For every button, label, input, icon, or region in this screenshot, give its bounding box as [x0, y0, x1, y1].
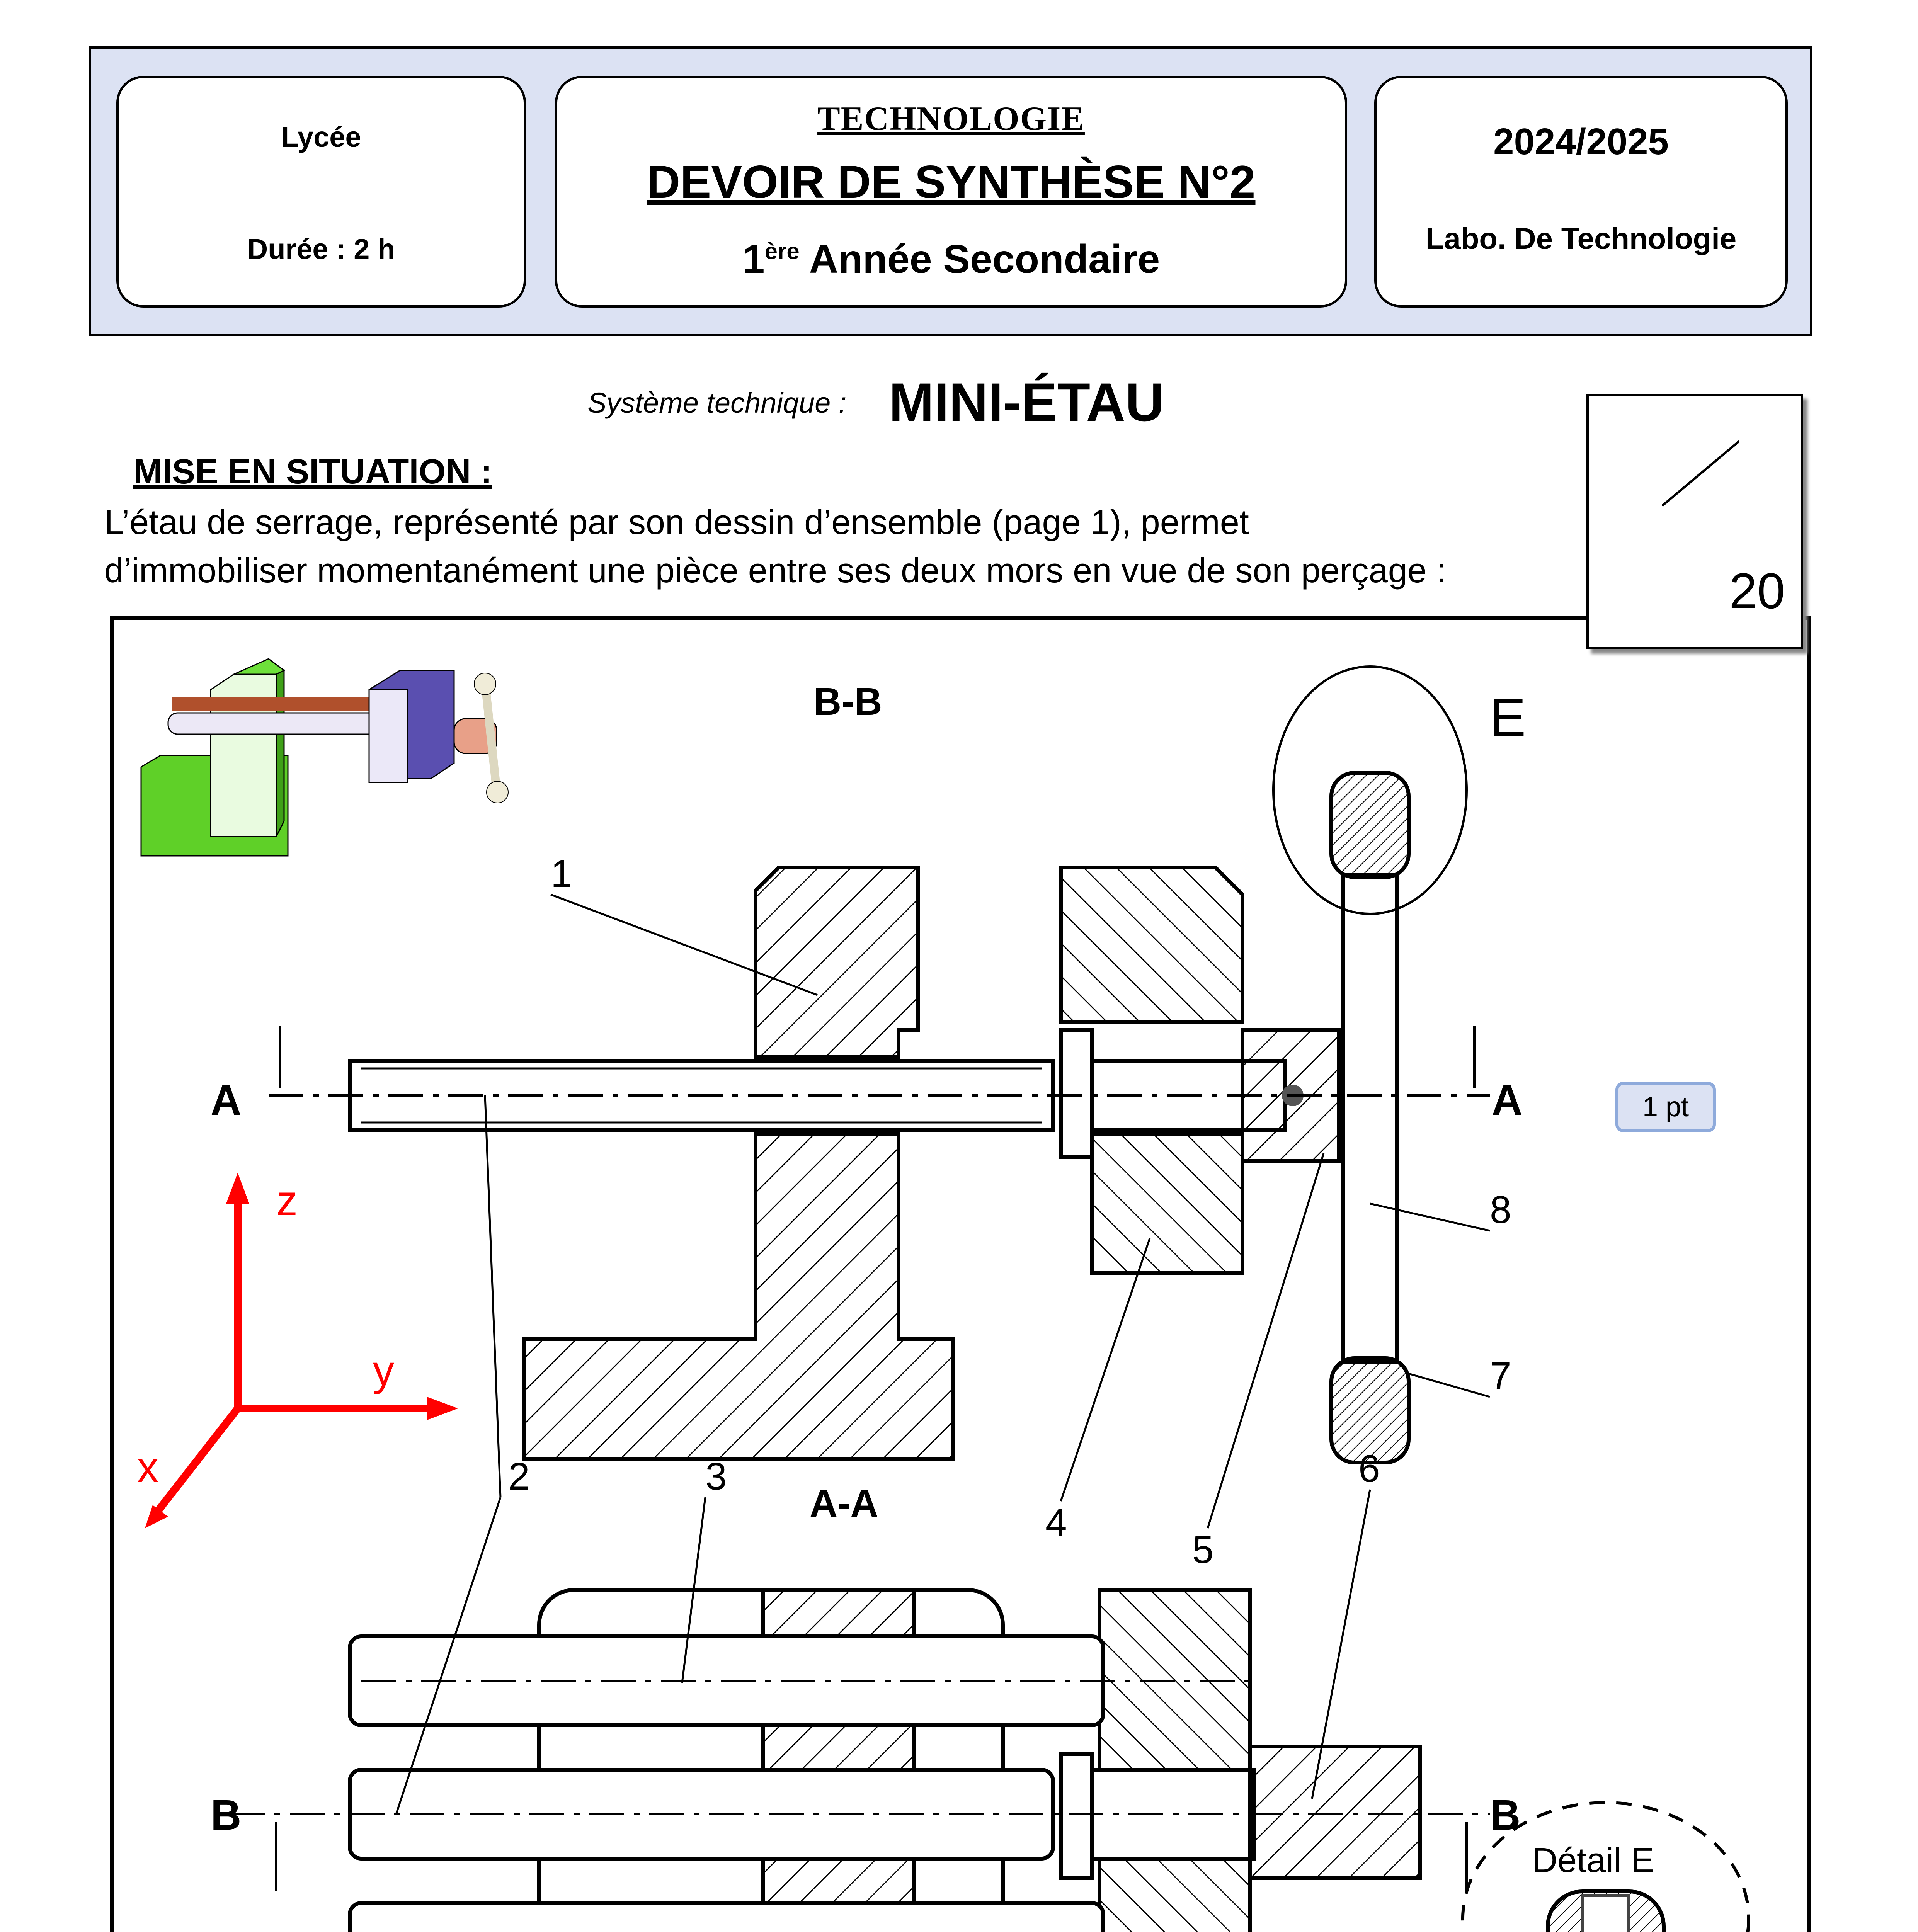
school-year: 2024/2025	[1493, 121, 1669, 162]
intro-line-2: d’immobiliser momentanément une pièce en…	[104, 551, 1446, 590]
leader-1: 1	[551, 852, 572, 895]
system-label: Système technique :	[587, 387, 847, 419]
leader-5: 5	[1192, 1528, 1214, 1571]
leader-4: 4	[1045, 1501, 1067, 1544]
fixed-jaw-base-section	[522, 1132, 955, 1461]
intro-line-1: L’étau de serrage, représenté par son de…	[104, 503, 1249, 542]
assembly-drawing: B-B E A A z y x A-A B	[137, 658, 1750, 1932]
guide-bottom	[348, 1901, 1105, 1932]
header-left-box: Lycée Durée : 2 h	[116, 76, 526, 308]
lab-name: Labo. De Technologie	[1425, 221, 1737, 255]
header-center-box: TECHNOLOGIE DEVOIR DE SYNTHÈSE N°2 1ère …	[555, 76, 1347, 308]
level: 1ère Année Secondaire	[557, 236, 1345, 282]
subject: TECHNOLOGIE	[817, 100, 1085, 138]
leader-labels: 1 2 3 4 5 6 7 8	[395, 852, 1511, 1815]
system-name: MINI-ÉTAU	[889, 372, 1164, 432]
intro-paragraph: L’étau de serrage, représenté par son de…	[104, 498, 1573, 595]
fixed-jaw-lower-section	[1090, 1132, 1244, 1275]
leader-8: 8	[1490, 1188, 1511, 1231]
score-max: 20	[1729, 563, 1785, 619]
drawing-frame	[110, 616, 1811, 1932]
mobile-jaw-section	[754, 866, 920, 1059]
leader-3: 3	[705, 1455, 727, 1498]
score-slash	[1661, 440, 1740, 507]
leader-7: 7	[1490, 1354, 1511, 1398]
cut-b-left: B	[211, 1791, 241, 1839]
head-plan	[1248, 1745, 1422, 1880]
detail-ref-label: E	[1490, 687, 1526, 748]
score-box: 20	[1586, 394, 1803, 649]
exam-title: DEVOIR DE SYNTHÈSE N°2	[647, 156, 1256, 208]
cut-a-left: A	[211, 1077, 241, 1124]
lever-end-top	[474, 673, 496, 695]
section-aa-label: A-A	[810, 1482, 878, 1525]
cut-a-right: A	[1492, 1077, 1522, 1124]
axis-z-label: z	[276, 1177, 298, 1225]
points-callout: 1 pt	[1615, 1082, 1716, 1132]
cut-b-right: B	[1490, 1791, 1520, 1839]
end-cap-bottom	[1329, 1356, 1411, 1464]
leader-6: 6	[1358, 1447, 1380, 1490]
level-sup: ère	[764, 238, 800, 264]
axis-y-label: y	[373, 1347, 394, 1395]
end-cap-top	[1329, 771, 1411, 879]
header-right-box: 2024/2025 Labo. De Technologie	[1374, 76, 1788, 308]
section-title: MISE EN SITUATION :	[133, 452, 492, 491]
axis-x-label: x	[137, 1444, 158, 1491]
header-banner: Lycée Durée : 2 h TECHNOLOGIE DEVOIR DE …	[89, 46, 1812, 336]
vise-3d-render	[140, 658, 509, 857]
fixed-jaw-top	[233, 658, 285, 675]
axes-triad: z y x	[137, 1173, 458, 1528]
level-num: 1	[742, 237, 765, 282]
fixed-jaw-upper-section	[1059, 866, 1244, 1024]
level-rest: Année Secondaire	[799, 237, 1160, 282]
screw-render	[172, 697, 388, 711]
lever-render	[481, 681, 501, 791]
lever-section	[1341, 873, 1399, 1364]
detail-e-view	[1461, 1801, 1750, 1932]
fixed-jaw-plan-hatch	[1098, 1588, 1252, 1932]
fixed-jaw-side	[276, 669, 285, 837]
screw-collar	[1059, 1028, 1094, 1159]
lever-end-bottom	[486, 781, 509, 803]
mobile-jaw-face	[368, 689, 408, 783]
guide-render	[167, 712, 385, 735]
detail-e-circle	[1272, 665, 1468, 915]
detail-e-title: Détail E	[1532, 1841, 1654, 1880]
duration: Durée : 2 h	[247, 233, 395, 265]
leader-2: 2	[508, 1455, 530, 1498]
school-label: Lycée	[281, 121, 361, 153]
section-bb-label: B-B	[813, 680, 882, 723]
